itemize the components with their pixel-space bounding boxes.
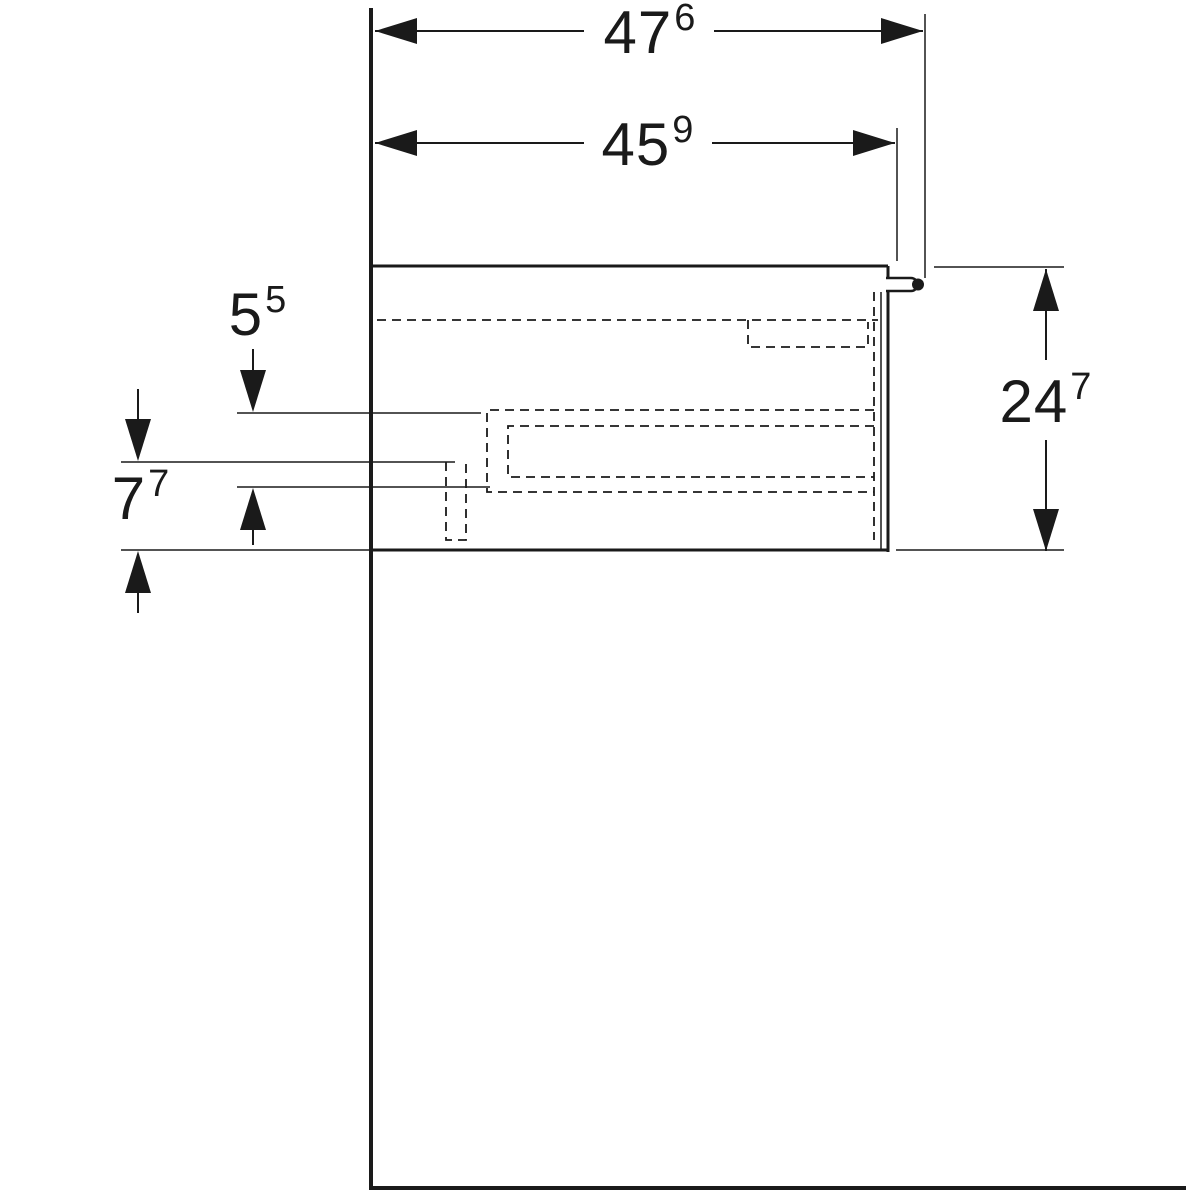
arrow-left-icon [375, 130, 417, 156]
arrow-right-icon [853, 130, 895, 156]
arrow-up-icon [240, 488, 266, 530]
arrow-up-icon [1033, 269, 1059, 311]
arrow-down-icon [240, 370, 266, 412]
dim-bottom-inset-sup: 7 [148, 463, 171, 505]
reference-lines [121, 412, 490, 551]
extension-lines [896, 14, 1064, 551]
arrow-left-icon [375, 18, 417, 44]
dim-overall-width-sup: 6 [674, 0, 697, 39]
arrow-down-icon [125, 419, 151, 461]
handle-end-cap [912, 278, 924, 291]
handle-profile [886, 276, 924, 293]
dashed-siphon-cutout [445, 462, 467, 541]
dashed-drawer-inner-box [507, 425, 874, 478]
arrow-up-icon [125, 551, 151, 593]
arrow-right-icon [881, 18, 923, 44]
dim-body-width-value: 45 [601, 111, 671, 178]
dim-label-body-width: 459 [595, 109, 701, 178]
dimension-bottom-inset [125, 389, 151, 613]
hidden-detail-dashed [377, 292, 878, 541]
dim-height-value: 24 [999, 368, 1069, 435]
dim-label-bottom-inset: 77 [105, 463, 177, 532]
dashed-drawer-outer-box [486, 409, 874, 493]
dim-top-inset-value: 5 [228, 281, 264, 348]
dim-body-width-sup: 9 [672, 109, 695, 151]
cabinet-outline [372, 264, 890, 552]
dimension-overall-width [375, 18, 923, 44]
dimension-top-inset [240, 349, 266, 545]
dim-top-inset-sup: 5 [265, 279, 288, 321]
arrow-down-icon [1033, 509, 1059, 551]
dim-label-height: 247 [993, 366, 1099, 435]
dim-bottom-inset-value: 7 [111, 465, 147, 532]
dashed-top-right-notch [747, 320, 869, 348]
wall-floor-line [369, 8, 1186, 1190]
dim-height-sup: 7 [1070, 366, 1093, 408]
dim-overall-width-value: 47 [603, 0, 673, 66]
dimension-height [1033, 269, 1059, 551]
dim-label-overall-width: 476 [597, 0, 703, 66]
dim-label-top-inset: 55 [222, 279, 294, 348]
dimension-body-width [375, 130, 895, 156]
